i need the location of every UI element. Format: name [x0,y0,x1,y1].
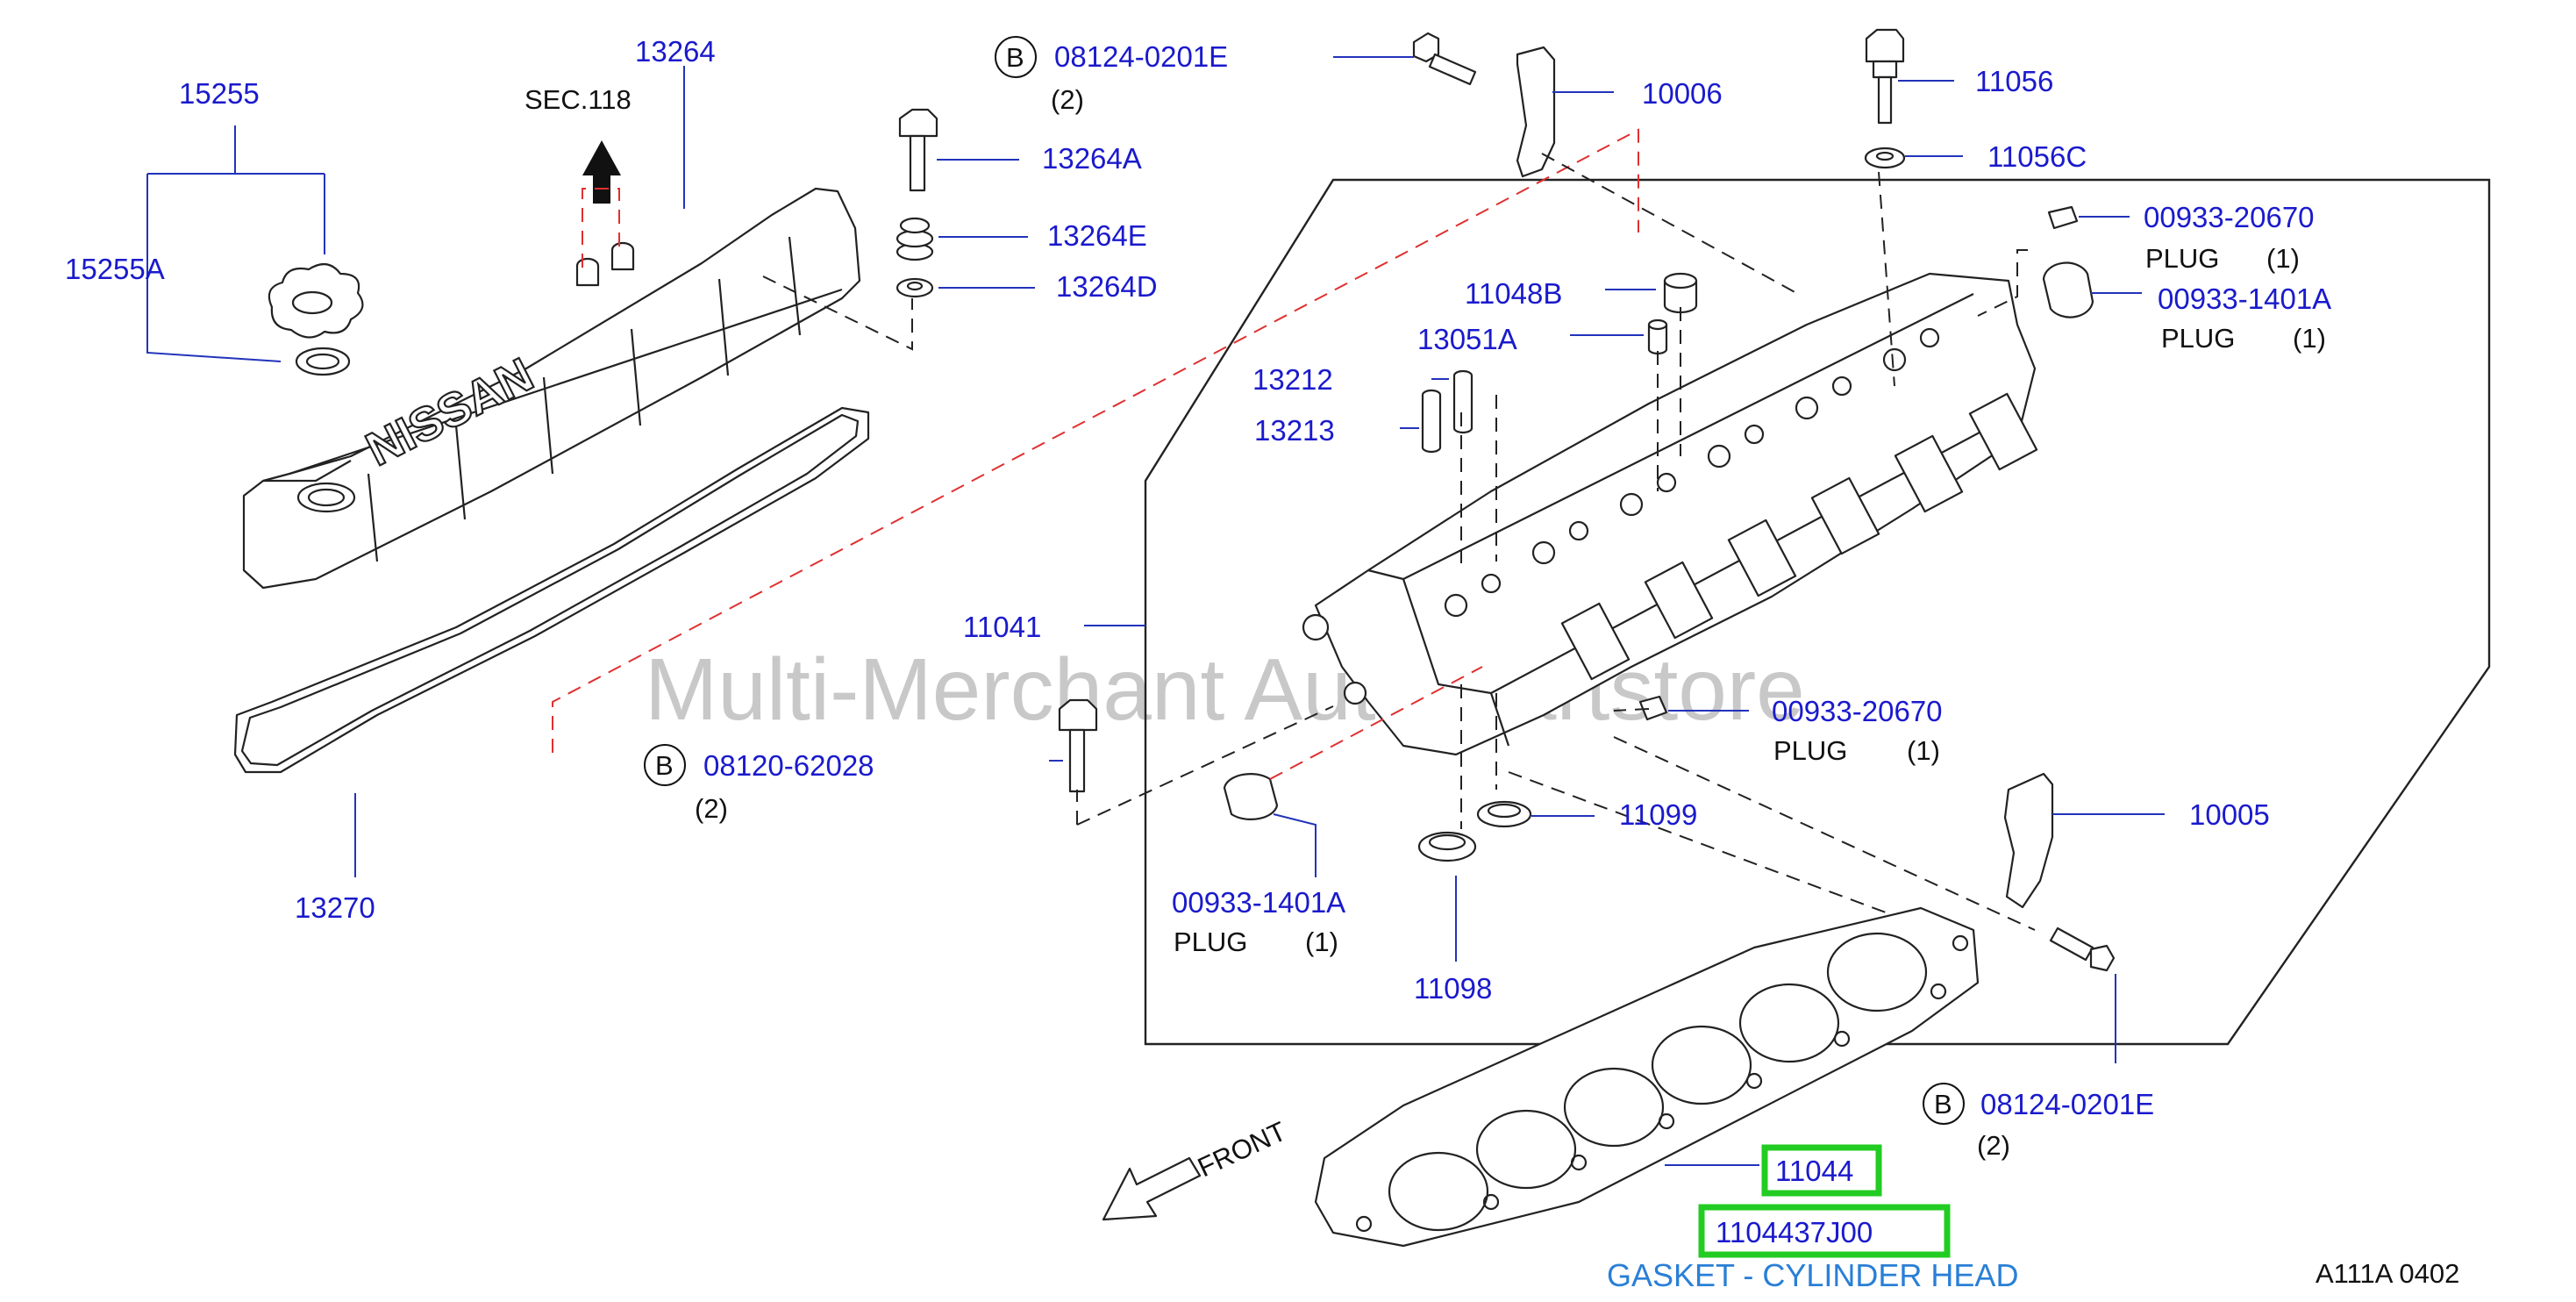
qty-bolt-left: (2) [695,793,728,824]
marker-b-bottom-text: B [1934,1089,1952,1120]
bolt-bottom [2049,926,2116,972]
label-15255A: 15255A [65,253,165,285]
plug-b-qty: (1) [2293,323,2326,354]
seal-11098 [1417,831,1477,862]
front-arrow [1102,1156,1202,1221]
label-13264A: 13264A [1042,142,1142,175]
cover-grommet [896,217,934,261]
label-bolt-bottom: 08124-0201E [1980,1088,2154,1120]
qty-bolt-top: (2) [1051,84,1084,115]
marker-b-top-text: B [1006,42,1024,73]
label-11098: 11098 [1414,972,1492,1005]
seal-13051A [1647,323,1668,355]
label-1104437J00[interactable]: 1104437J00 [1716,1216,1873,1248]
label-13051A: 13051A [1417,323,1517,355]
bolt-left [1058,698,1098,793]
plug-c-qty: (1) [1907,735,1940,766]
marker-b-left [644,744,686,786]
rocker-cover-gasket [233,406,870,774]
label-13264D: 13264D [1056,270,1158,303]
marker-b-top [995,36,1037,78]
label-11041: 11041 [963,611,1041,643]
label-15255: 15255 [179,77,260,110]
washer-11056C [1864,147,1906,169]
plug-large-right [2042,261,2094,318]
plug-d-name: PLUG [1174,926,1247,957]
assembly-frame [1144,178,2491,1046]
label-bolt-top: 08124-0201E [1054,40,1228,73]
label-11044[interactable]: 11044 [1775,1155,1853,1187]
seal-11048B [1663,279,1698,314]
label-11099: 11099 [1619,798,1697,831]
plug-b-name: PLUG [2161,323,2235,354]
diagram-code: A111A 0402 [2316,1258,2459,1289]
label-13213: 13213 [1254,414,1335,447]
label-plug-b: 00933-1401A [2158,283,2331,315]
label-10005: 10005 [2189,798,2270,831]
part-caption: GASKET - CYLINDER HEAD [1607,1257,2018,1293]
camshaft-journals [1444,327,1940,618]
front-label: FRONT [1193,1115,1291,1183]
label-10006: 10006 [1642,77,1723,110]
label-11056C: 11056C [1987,140,2087,173]
cylinder-head [1302,272,2038,756]
qty-bolt-bottom: (2) [1977,1130,2010,1161]
rocker-cover: NISSAN [242,187,861,590]
label-11048B: 11048B [1465,277,1562,310]
label-13264: 13264 [635,35,716,68]
assembly-lines [552,128,2036,931]
label-plug-d: 00933-1401A [1172,886,1345,919]
oil-filler-cap [268,263,364,339]
marker-b-left-text: B [655,750,674,781]
plug-large-left [1223,773,1279,820]
cover-washer [896,277,934,298]
seal-11099 [1476,800,1532,828]
lifting-bracket-rear [1516,46,1556,178]
label-13212: 13212 [1252,363,1333,396]
marker-b-bottom [1923,1083,1965,1125]
label-13270: 13270 [295,891,375,924]
label-bolt-left: 08120-62028 [703,749,874,782]
part-labels: 15255 15255A 13264 SEC.118 13264A 13264E… [65,35,2459,1293]
highlight-11044 [1761,1144,1882,1197]
cylinder-head-gasket [1314,906,1980,1248]
label-plug-a: 00933-20670 [2144,201,2315,233]
bolt-11056 [1865,28,1905,125]
label-plug-c: 00933-20670 [1772,695,1943,727]
section-arrow [582,140,621,204]
plug-small-left [1638,695,1668,721]
cover-bolt [898,108,938,192]
plug-small-right [2047,205,2079,230]
highlight-1104437J00 [1698,1204,1951,1258]
leader-lines [146,56,2165,1166]
exhaust-ports [1560,392,2038,681]
filler-cap-seal [295,347,351,376]
label-11056: 11056 [1975,65,2053,97]
plug-c-name: PLUG [1773,735,1847,766]
plug-a-qty: (1) [2266,243,2300,274]
label-13264E: 13264E [1047,219,1147,252]
valve-guides [1421,369,1474,454]
lifting-bracket-front [2003,772,2054,909]
section-ref: SEC.118 [524,84,632,115]
plug-a-name: PLUG [2145,243,2219,274]
plug-d-qty: (1) [1305,926,1338,957]
bolt-top [1412,32,1477,86]
